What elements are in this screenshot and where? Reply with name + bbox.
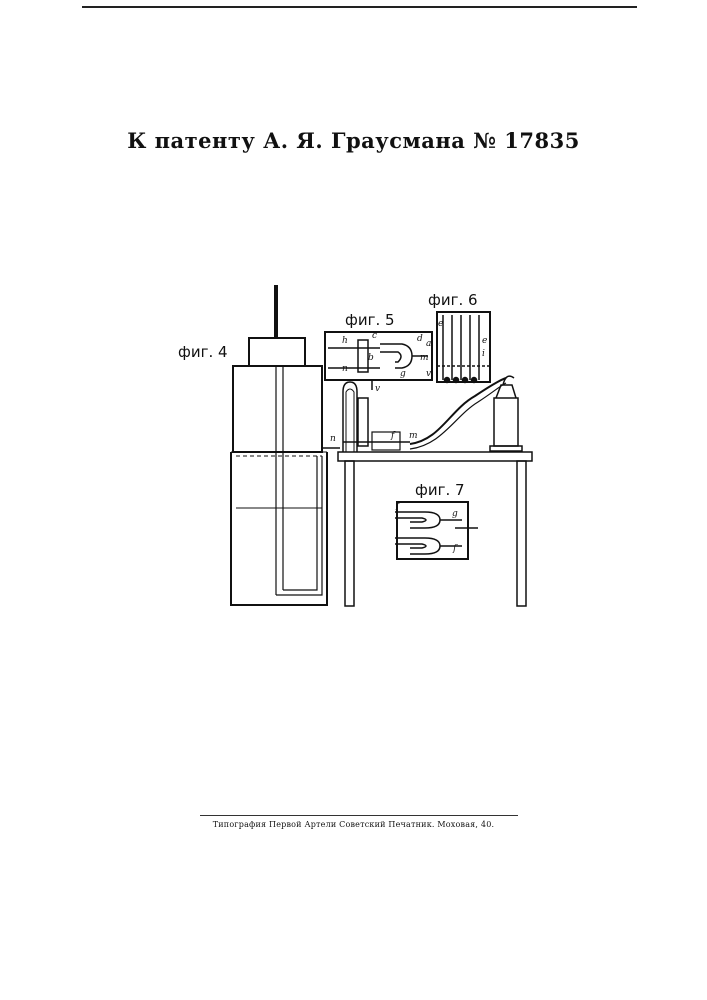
fig6-letter-a: a bbox=[426, 339, 431, 349]
fig5-drawing: фиг. 5 h c d m b n g v bbox=[325, 311, 432, 394]
fig6-label: фиг. 6 bbox=[428, 291, 478, 309]
fig5-letter-d: d bbox=[417, 334, 423, 344]
fig7-drawing: фиг. 7 f g f bbox=[395, 481, 478, 559]
fig5-letter-n: n bbox=[342, 364, 348, 374]
fig5-letter-g: g bbox=[400, 369, 406, 379]
fig5-letter-m: m bbox=[420, 353, 429, 363]
fig4-drawing: фиг. 4 bbox=[178, 285, 340, 605]
main-letter-m: m bbox=[409, 431, 418, 441]
fig4-label: фиг. 4 bbox=[178, 343, 228, 361]
fig6-letter-v: v bbox=[426, 369, 431, 379]
fig7-label: фиг. 7 bbox=[415, 481, 465, 499]
fig6-letter-e-left: e bbox=[438, 319, 443, 329]
fig5-letter-v: v bbox=[375, 384, 380, 394]
fig6-letter-i: i bbox=[482, 349, 485, 359]
fig5-letter-h: h bbox=[342, 336, 348, 346]
imprint-line: Типография Первой Артели Советский Печат… bbox=[0, 820, 707, 829]
fig6-drawing: фиг. 6 e a e i v bbox=[426, 291, 490, 383]
fig5-label: фиг. 5 bbox=[345, 311, 395, 329]
fig6-letter-e-right: e bbox=[482, 336, 487, 346]
fig5-letter-c: c bbox=[372, 331, 377, 341]
main-letter-n: n bbox=[330, 434, 336, 444]
bottom-rule bbox=[200, 815, 518, 816]
fig5-letter-b: b bbox=[368, 353, 374, 363]
fig7-letter-g: g bbox=[452, 509, 458, 519]
